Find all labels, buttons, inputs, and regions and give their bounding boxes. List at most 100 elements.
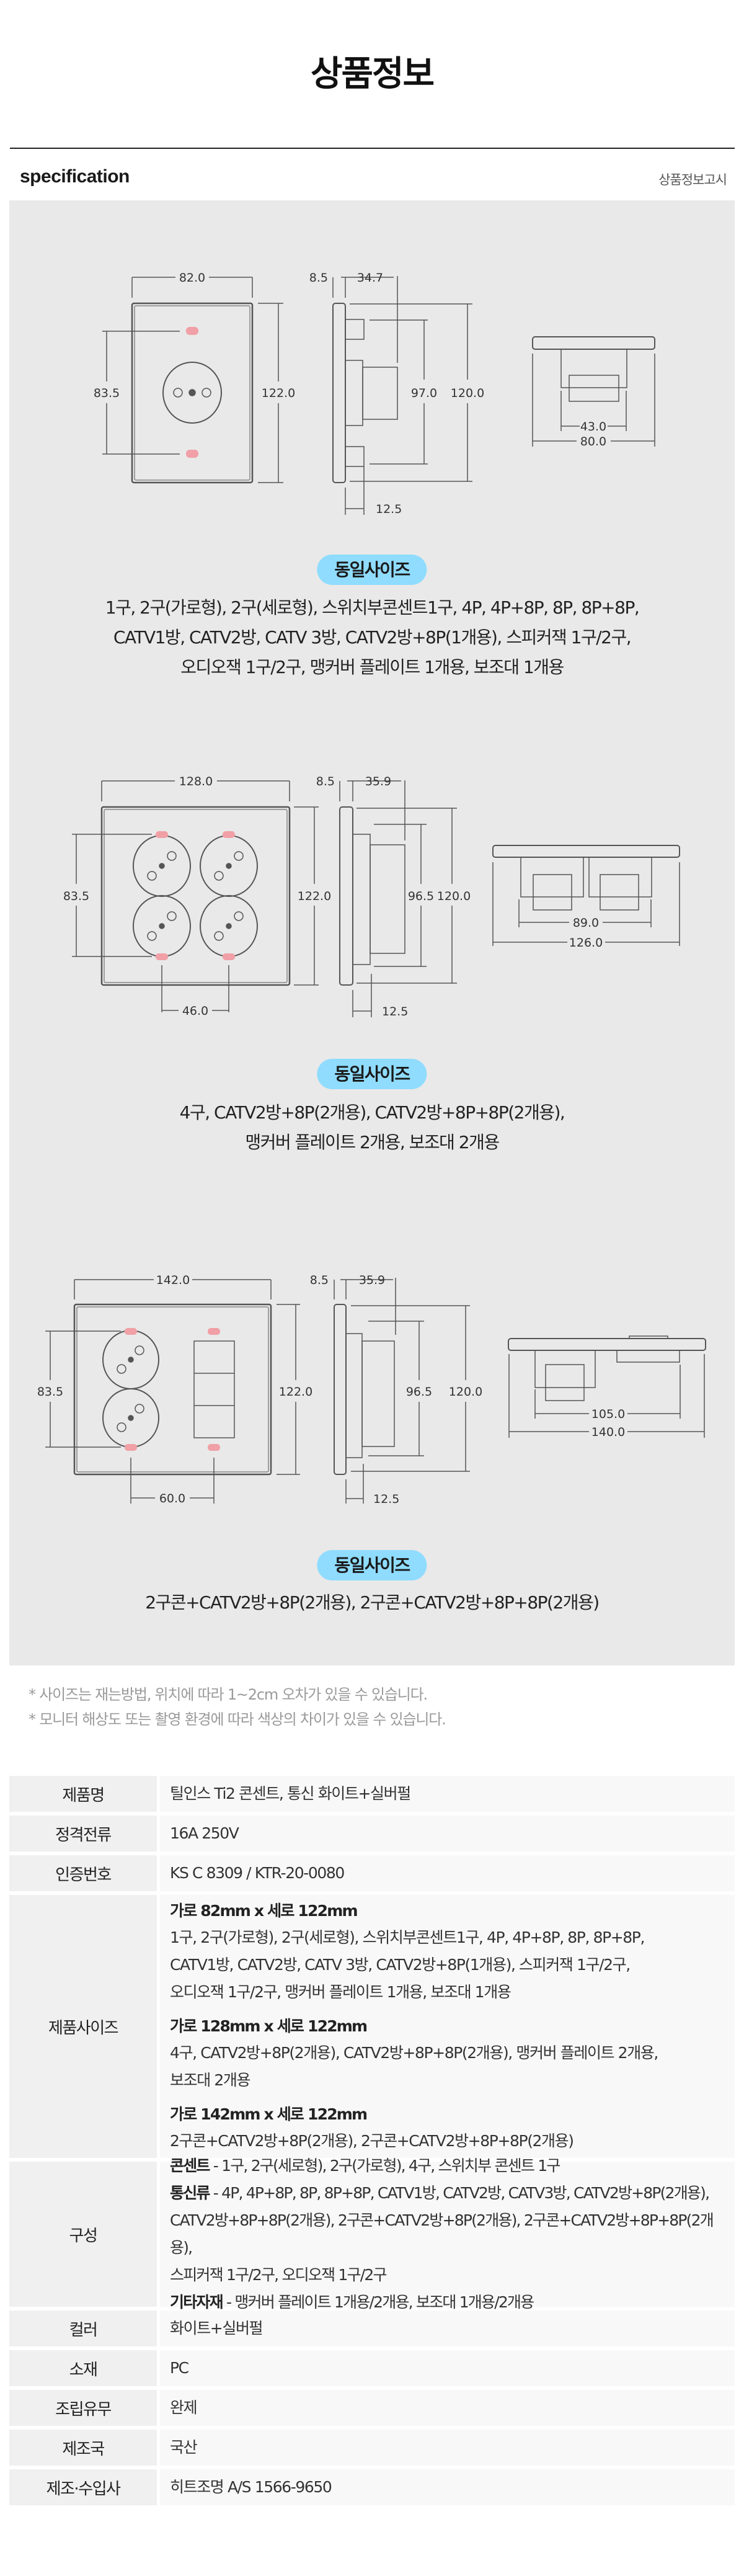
row-label: 구성 (9, 2162, 157, 2307)
row-label: 제조·수입사 (9, 2469, 157, 2505)
svg-text:126.0: 126.0 (569, 936, 603, 950)
row-value: 16A 250V (160, 1816, 735, 1852)
svg-text:60.0: 60.0 (159, 1492, 185, 1505)
size-line: 1구, 2구(가로형), 2구(세로형), 스위치부콘센트1구, 4P, 4P+… (170, 1928, 645, 1946)
svg-text:122.0: 122.0 (279, 1385, 312, 1399)
same-size-line: 맹커버 플레이트 2개용, 보조대 2개용 (245, 1132, 500, 1152)
title-divider (10, 148, 735, 149)
row-value: 국산 (160, 2430, 735, 2466)
same-size-line: 오디오잭 1구/2구, 맹커버 플레이트 1개용, 보조대 1개용 (180, 657, 564, 677)
svg-text:140.0: 140.0 (591, 1425, 625, 1439)
same-size-list: 1구, 2구(가로형), 2구(세로형), 스위치부콘센트1구, 4P, 4P+… (37, 593, 707, 682)
dimension-drawing-2: 128.0 83.5 122.0 46.0 8.5 35.9 96.5 120.… (63, 775, 680, 1018)
size-heading: 가로 82mm x 세로 122mm (170, 1902, 358, 1920)
size-heading: 가로 128mm x 세로 122mm (170, 2017, 368, 2035)
size-line: 2구콘+CATV2방+8P(2개용), 2구콘+CATV2방+8P+8P(2개용… (170, 2132, 574, 2150)
row-value: 가로 82mm x 세로 122mm 1구, 2구(가로형), 2구(세로형),… (160, 1895, 735, 2158)
row-label: 컬러 (9, 2311, 157, 2346)
row-value: 콘센트 - 1구, 2구(세로형), 2구(가로형), 4구, 스위치부 콘센트… (160, 2157, 735, 2311)
svg-text:8.5: 8.5 (316, 775, 335, 788)
size-group: 가로 82mm x 세로 122mm 1구, 2구(가로형), 2구(세로형),… (170, 1896, 725, 2006)
svg-text:35.9: 35.9 (359, 1273, 385, 1287)
same-size-line: 1구, 2구(가로형), 2구(세로형), 스위치부콘센트1구, 4P, 4P+… (105, 597, 640, 618)
dim-mount-spacing: 83.5 (94, 386, 120, 400)
svg-text:83.5: 83.5 (37, 1385, 63, 1399)
section-label: specification (20, 166, 130, 187)
table-row: 제조국 국산 (9, 2430, 735, 2466)
svg-text:89.0: 89.0 (573, 916, 599, 930)
svg-text:122.0: 122.0 (298, 889, 331, 903)
page-title: 상품정보 (310, 54, 435, 94)
svg-text:96.5: 96.5 (408, 889, 434, 903)
row-label: 소재 (9, 2350, 157, 2386)
size-line: 오디오잭 1구/2구, 맹커버 플레이트 1개용, 보조대 1개용 (170, 1983, 512, 2001)
note-size-tolerance: * 사이즈는 재는방법, 위치에 따라 1~2cm 오차가 있을 수 있습니다. (29, 1686, 428, 1703)
svg-text:35.9: 35.9 (365, 775, 391, 788)
switch-icon (193, 1340, 235, 1438)
svg-text:12.5: 12.5 (373, 1492, 399, 1506)
composition-line: 통신류 - 4P, 4P+8P, 8P, 8P+8P, CATV1방, CATV… (170, 2180, 725, 2207)
size-line: 보조대 2개용 (170, 2071, 250, 2089)
svg-text:83.5: 83.5 (63, 889, 89, 903)
composition-text: - 맹커버 플레이트 1개용/2개용, 보조대 1개용/2개용 (222, 2293, 534, 2311)
size-group: 가로 142mm x 세로 122mm 2구콘+CATV2방+8P(2개용), … (170, 2099, 725, 2155)
indicator-icon (186, 450, 198, 458)
dimension-drawing-1: 82.0 83.5 122.0 8.5 34.7 97.0 120.0 12.5… (94, 271, 655, 516)
dim-plate: 8.5 (309, 271, 328, 285)
row-value: 완제 (160, 2390, 735, 2426)
row-label: 제조국 (9, 2430, 157, 2466)
composition-text: 스피커잭 1구/2구, 오디오잭 1구/2구 (170, 2266, 387, 2284)
same-size-line: 4구, CATV2방+8P(2개용), CATV2방+8P+8P(2개용), (179, 1102, 565, 1123)
svg-text:105.0: 105.0 (591, 1407, 625, 1421)
size-line: 4구, CATV2방+8P(2개용), CATV2방+8P+8P(2개용), 맹… (170, 2044, 658, 2062)
svg-text:120.0: 120.0 (437, 889, 471, 903)
notice-label: 상품정보고시 (658, 172, 727, 187)
svg-text:46.0: 46.0 (182, 1004, 208, 1018)
row-label: 조립유무 (9, 2390, 157, 2426)
dim-body-height: 97.0 (411, 386, 437, 400)
table-row: 정격전류 16A 250V (9, 1816, 735, 1852)
same-size-badge: 동일사이즈 (317, 555, 427, 585)
composition-line: 기타자재 - 맹커버 플레이트 1개용/2개용, 보조대 1개용/2개용 (170, 2289, 725, 2316)
table-row: 제품명 틸인스 Ti2 콘센트, 통신 화이트+실버펄 (9, 1776, 735, 1812)
same-size-list: 4구, CATV2방+8P(2개용), CATV2방+8P+8P(2개용), 맹… (37, 1098, 707, 1157)
same-size-badge: 동일사이즈 (317, 1550, 427, 1580)
table-row: 소재 PC (9, 2350, 735, 2386)
note-color-variance: * 모니터 해상도 또는 촬영 환경에 따라 색상의 차이가 있을 수 있습니다… (29, 1711, 446, 1728)
svg-text:8.5: 8.5 (310, 1273, 329, 1287)
svg-text:142.0: 142.0 (156, 1273, 190, 1287)
table-row: 제조·수입사 히트조명 A/S 1566-9650 (9, 2469, 735, 2505)
composition-key: 기타자재 (170, 2293, 224, 2311)
socket-icon (133, 835, 258, 957)
dim-height: 122.0 (262, 386, 295, 400)
row-label: 정격전류 (9, 1816, 157, 1852)
row-label: 인증번호 (9, 1855, 157, 1891)
dimension-panel (9, 200, 735, 1665)
dim-top-inner: 43.0 (580, 420, 606, 434)
svg-text:120.0: 120.0 (449, 1385, 482, 1399)
row-value: 화이트+실버펄 (160, 2311, 735, 2346)
row-value: 틸인스 Ti2 콘센트, 통신 화이트+실버펄 (160, 1776, 735, 1812)
same-size-badge: 동일사이즈 (317, 1059, 427, 1089)
table-row: 컬러 화이트+실버펄 (9, 2311, 735, 2346)
size-line: CATV1방, CATV2방, CATV 3방, CATV2방+8P(1개용),… (170, 1956, 631, 1974)
same-size-list: 2구콘+CATV2방+8P(2개용), 2구콘+CATV2방+8P+8P(2개용… (37, 1588, 707, 1618)
composition-text: - 4P, 4P+8P, 8P, 8P+8P, CATV1방, CATV2방, … (209, 2184, 710, 2202)
size-group: 가로 128mm x 세로 122mm 4구, CATV2방+8P(2개용), … (170, 2011, 725, 2094)
composition-line: 스피커잭 1구/2구, 오디오잭 1구/2구 (170, 2262, 725, 2289)
table-row: 인증번호 KS C 8309 / KTR-20-0080 (9, 1855, 735, 1891)
size-heading: 가로 142mm x 세로 122mm (170, 2105, 368, 2123)
same-size-line: 2구콘+CATV2방+8P(2개용), 2구콘+CATV2방+8P+8P(2개용… (145, 1592, 600, 1613)
dim-depth: 34.7 (357, 271, 383, 285)
spec-table: 제품명 틸인스 Ti2 콘센트, 통신 화이트+실버펄 정격전류 16A 250… (9, 1776, 735, 2509)
row-label: 제품사이즈 (9, 1895, 157, 2158)
table-row: 조립유무 완제 (9, 2390, 735, 2426)
dim-top-outer: 80.0 (580, 435, 606, 448)
composition-line: 콘센트 - 1구, 2구(세로형), 2구(가로형), 4구, 스위치부 콘센트… (170, 2152, 725, 2180)
row-label: 제품명 (9, 1776, 157, 1812)
composition-key: 콘센트 (170, 2157, 210, 2175)
dim-offset: 12.5 (376, 502, 402, 516)
composition-text: CATV2방+8P+8P(2개용), 2구콘+CATV2방+8P(2개용), 2… (170, 2211, 714, 2257)
composition-line: CATV2방+8P+8P(2개용), 2구콘+CATV2방+8P(2개용), 2… (170, 2207, 725, 2262)
same-size-line: CATV1방, CATV2방, CATV 3방, CATV2방+8P(1개용),… (113, 627, 632, 648)
